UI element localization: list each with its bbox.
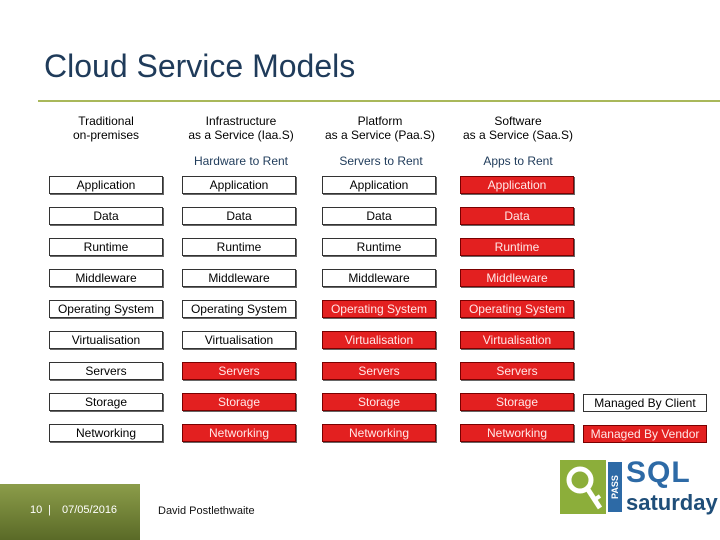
stack-cell-servers: Servers bbox=[322, 362, 436, 380]
stack-cell-storage: Storage bbox=[182, 393, 296, 411]
stack-cell-middleware: Middleware bbox=[49, 269, 163, 287]
stack-cell-storage: Storage bbox=[460, 393, 574, 411]
subheading-iaas: Hardware to Rent bbox=[193, 154, 289, 168]
legend-managed-by-vendor: Managed By Vendor bbox=[583, 425, 707, 443]
stack-cell-networking: Networking bbox=[182, 424, 296, 442]
stack-cell-runtime: Runtime bbox=[460, 238, 574, 256]
stack-cell-operating-system: Operating System bbox=[182, 300, 296, 318]
stack-cell-data: Data bbox=[322, 207, 436, 225]
page-number: 10 bbox=[30, 504, 43, 516]
stack-cell-application: Application bbox=[322, 176, 436, 194]
stack-cell-runtime: Runtime bbox=[182, 238, 296, 256]
column-header-saas: Software as a Service (Saa.S) bbox=[443, 114, 593, 142]
column-header-line1: Platform bbox=[357, 114, 403, 128]
stack-cell-networking: Networking bbox=[460, 424, 574, 442]
slide-title: Cloud Service Models bbox=[44, 48, 356, 84]
stack-cell-storage: Storage bbox=[49, 393, 163, 411]
author-name: David Postlethwaite bbox=[158, 505, 255, 517]
stack-cell-data: Data bbox=[182, 207, 296, 225]
stack-cell-runtime: Runtime bbox=[49, 238, 163, 256]
stack-cell-middleware: Middleware bbox=[322, 269, 436, 287]
column-header-line1: Traditional bbox=[78, 114, 134, 128]
stack-cell-storage: Storage bbox=[322, 393, 436, 411]
stack-cell-data: Data bbox=[49, 207, 163, 225]
stack-cell-middleware: Middleware bbox=[182, 269, 296, 287]
logo-pass-text: PASS bbox=[608, 462, 622, 512]
column-header-traditional: Traditional on-premises bbox=[31, 114, 181, 142]
column-header-paas: Platform as a Service (Paa.S) bbox=[305, 114, 455, 142]
stack-cell-virtualisation: Virtualisation bbox=[49, 331, 163, 349]
column-header-iaas: Infrastructure as a Service (Iaa.S) bbox=[166, 114, 316, 142]
logo-saturday-text: saturday bbox=[626, 490, 718, 515]
stack-cell-servers: Servers bbox=[182, 362, 296, 380]
column-header-line2: on-premises bbox=[72, 128, 140, 142]
stack-cell-networking: Networking bbox=[49, 424, 163, 442]
footer-separator: | bbox=[48, 504, 51, 516]
stack-cell-networking: Networking bbox=[322, 424, 436, 442]
stack-cell-application: Application bbox=[182, 176, 296, 194]
legend-managed-by-client: Managed By Client bbox=[583, 394, 707, 412]
stack-cell-virtualisation: Virtualisation bbox=[322, 331, 436, 349]
column-header-line2: as a Service (Saa.S) bbox=[462, 128, 574, 142]
footer-bar bbox=[0, 484, 140, 540]
stack-cell-operating-system: Operating System bbox=[460, 300, 574, 318]
column-header-line1: Software bbox=[494, 114, 542, 128]
stack-cell-operating-system: Operating System bbox=[322, 300, 436, 318]
stack-cell-runtime: Runtime bbox=[322, 238, 436, 256]
slide-date: 07/05/2016 bbox=[62, 504, 118, 516]
column-header-line2: as a Service (Iaa.S) bbox=[188, 128, 294, 142]
logo-sql-text: SQL bbox=[626, 456, 691, 489]
subheading-paas: Servers to Rent bbox=[339, 154, 423, 168]
stack-cell-application: Application bbox=[460, 176, 574, 194]
stack-cell-data: Data bbox=[460, 207, 574, 225]
stack-cell-virtualisation: Virtualisation bbox=[182, 331, 296, 349]
stack-cell-virtualisation: Virtualisation bbox=[460, 331, 574, 349]
subheading-saas: Apps to Rent bbox=[483, 154, 553, 168]
sql-saturday-logo: PASS SQL saturday bbox=[560, 456, 718, 518]
stack-cell-servers: Servers bbox=[460, 362, 574, 380]
stack-cell-servers: Servers bbox=[49, 362, 163, 380]
key-icon bbox=[560, 460, 606, 514]
title-divider bbox=[38, 100, 720, 102]
column-header-line2: as a Service (Paa.S) bbox=[324, 128, 436, 142]
column-header-line1: Infrastructure bbox=[205, 114, 277, 128]
stack-cell-operating-system: Operating System bbox=[49, 300, 163, 318]
stack-cell-middleware: Middleware bbox=[460, 269, 574, 287]
stack-cell-application: Application bbox=[49, 176, 163, 194]
